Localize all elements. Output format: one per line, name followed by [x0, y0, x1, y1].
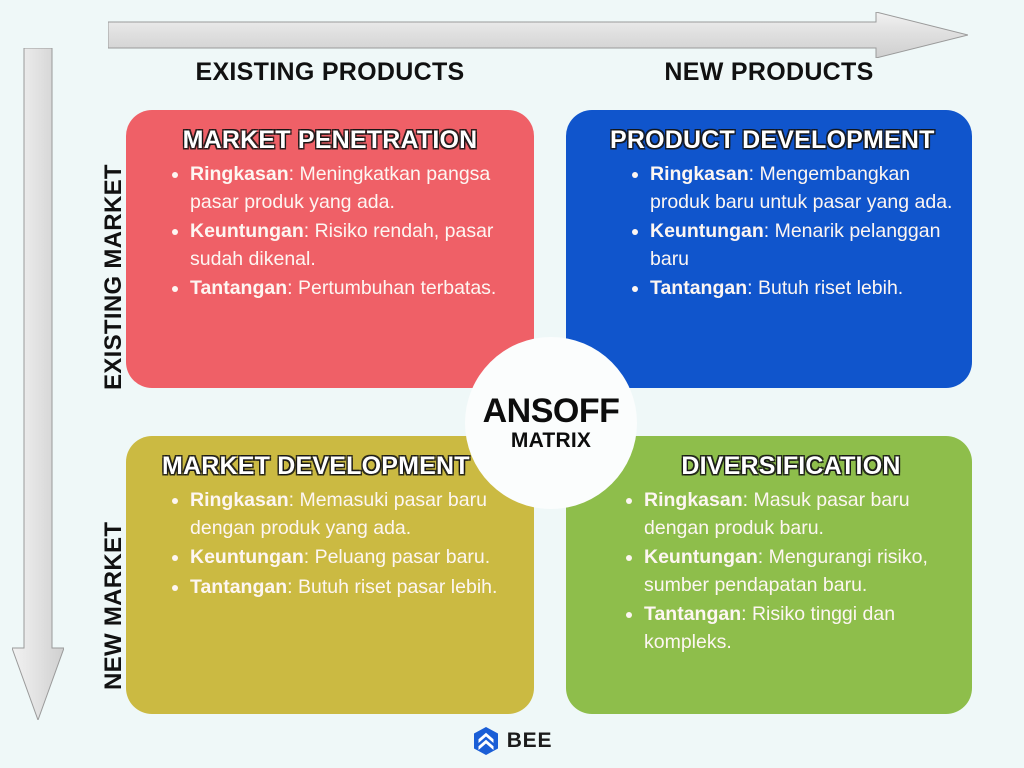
- footer-brand: BEE: [0, 726, 1024, 756]
- bullet-text: : Meningkatkan pangsa pasar produk yang …: [190, 163, 491, 213]
- quadrant-product-development: PRODUCT DEVELOPMENT Ringkasan: Mengemban…: [566, 110, 972, 388]
- quadrant-bullet-list: Ringkasan: Mengembangkan produk baru unt…: [580, 161, 958, 303]
- bullet-text: : Mengembangkan produk baru untuk pasar …: [650, 163, 953, 213]
- bullet-text: : Masuk pasar baru dengan produk baru.: [644, 489, 910, 539]
- bullet-label: Tantangan: [190, 575, 288, 598]
- quadrant-diversification: DIVERSIFICATION Ringkasan: Masuk pasar b…: [566, 436, 972, 714]
- quadrant-market-development: MARKET DEVELOPMENT Ringkasan: Memasuki p…: [126, 436, 534, 714]
- bullet-label: Keuntungan: [190, 220, 304, 242]
- quadrant-market-penetration: MARKET PENETRATION Ringkasan: Meningkatk…: [126, 110, 534, 388]
- matrix-title: ANSOFF: [482, 392, 620, 430]
- list-item: Ringkasan: Mengembangkan produk baru unt…: [630, 161, 954, 216]
- column-header-new-products: NEW PRODUCTS: [664, 58, 874, 86]
- list-item: Tantangan: Butuh riset lebih.: [630, 275, 954, 303]
- quadrant-title: MARKET DEVELOPMENT: [162, 452, 470, 480]
- bullet-text: : Butuh riset pasar lebih.: [287, 575, 498, 598]
- list-item: Tantangan: Butuh riset pasar lebih.: [170, 574, 516, 602]
- list-item: Ringkasan: Memasuki pasar baru dengan pr…: [170, 487, 516, 542]
- center-label-circle: ANSOFF MATRIX: [465, 337, 637, 509]
- quadrant-title: DIVERSIFICATION: [681, 452, 901, 480]
- list-item: Keuntungan: Risiko rendah, pasar sudah d…: [170, 218, 516, 273]
- hexagon-shield-chevron-icon: [473, 727, 498, 755]
- bullet-text: : Peluang pasar baru.: [303, 546, 491, 568]
- brand-name: BEE: [506, 729, 553, 752]
- list-item: Tantangan: Risiko tinggi dan kompleks.: [624, 601, 954, 656]
- quadrant-bullet-list: Ringkasan: Memasuki pasar baru dengan pr…: [140, 487, 520, 601]
- bullet-text: : Mengurangi risiko, sumber pendapatan b…: [644, 546, 928, 596]
- list-item: Keuntungan: Peluang pasar baru.: [170, 544, 516, 572]
- matrix-subtitle: MATRIX: [510, 429, 592, 452]
- bullet-text: : Risiko rendah, pasar sudah dikenal.: [190, 220, 494, 270]
- list-item: Ringkasan: Meningkatkan pangsa pasar pro…: [170, 161, 516, 216]
- list-item: Tantangan: Pertumbuhan terbatas.: [170, 275, 516, 303]
- bullet-label: Tantangan: [650, 277, 748, 299]
- bullet-text: : Butuh riset lebih.: [747, 277, 904, 299]
- list-item: Keuntungan: Menarik pelanggan baru: [630, 218, 954, 273]
- bullet-label: Keuntungan: [644, 546, 758, 568]
- horizontal-axis-arrow: [108, 12, 968, 58]
- quadrant-title: PRODUCT DEVELOPMENT: [610, 126, 935, 154]
- bullet-text: : Memasuki pasar baru dengan produk yang…: [190, 489, 487, 539]
- column-header-existing-products: EXISTING PRODUCTS: [195, 58, 465, 86]
- bullet-label: Tantangan: [644, 603, 742, 625]
- bullet-text: : Menarik pelanggan baru: [650, 220, 941, 270]
- bullet-label: Ringkasan: [190, 489, 289, 511]
- bullet-text: : Pertumbuhan terbatas.: [287, 277, 497, 299]
- bullet-label: Ringkasan: [644, 489, 743, 511]
- row-header-new-market: NEW MARKET: [100, 521, 127, 690]
- bullet-label: Tantangan: [190, 277, 288, 299]
- bullet-label: Ringkasan: [650, 163, 749, 185]
- quadrant-bullet-list: Ringkasan: Meningkatkan pangsa pasar pro…: [140, 161, 520, 303]
- bullet-label: Keuntungan: [650, 220, 764, 242]
- list-item: Ringkasan: Masuk pasar baru dengan produ…: [624, 487, 954, 542]
- list-item: Keuntungan: Mengurangi risiko, sumber pe…: [624, 544, 954, 599]
- bullet-label: Ringkasan: [190, 163, 289, 185]
- quadrant-bullet-list: Ringkasan: Masuk pasar baru dengan produ…: [580, 487, 958, 656]
- quadrant-title: MARKET PENETRATION: [182, 126, 478, 154]
- bullet-label: Keuntungan: [190, 546, 304, 568]
- row-header-existing-market: EXISTING MARKET: [100, 164, 127, 390]
- bullet-text: : Risiko tinggi dan kompleks.: [644, 603, 896, 653]
- vertical-axis-arrow: [12, 48, 64, 720]
